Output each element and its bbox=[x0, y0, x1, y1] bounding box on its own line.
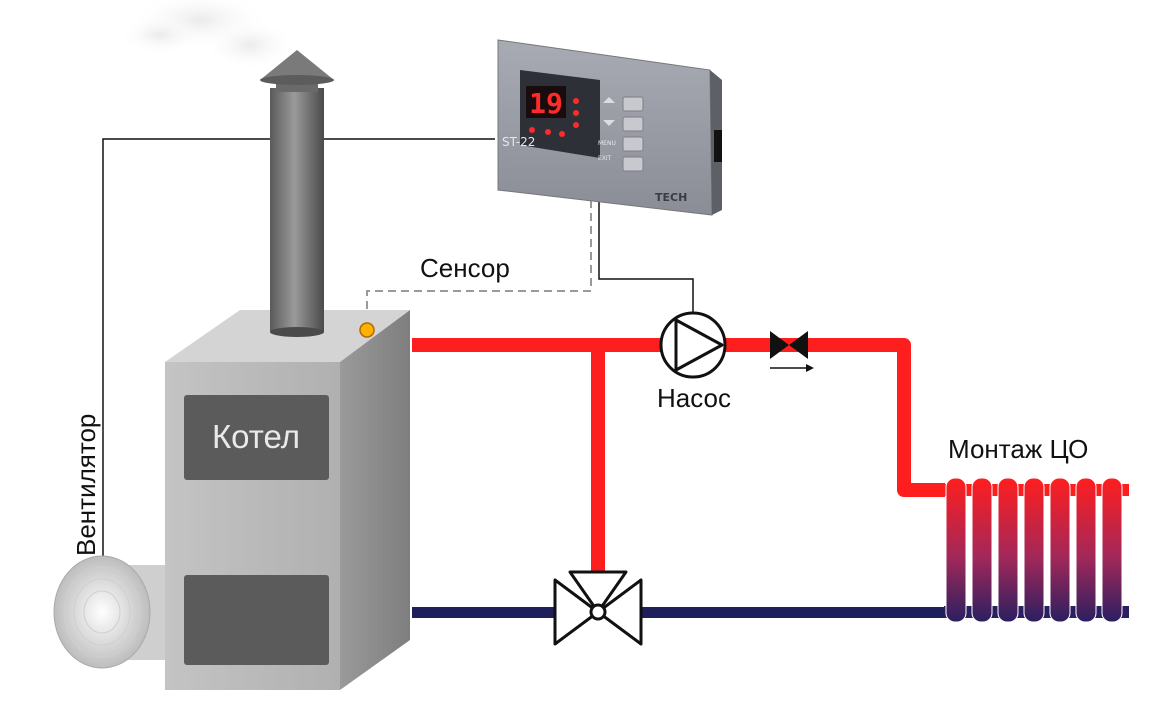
fan-wire bbox=[102, 138, 495, 560]
pump-wire bbox=[598, 200, 694, 312]
controller: 19 MENU EXIT ST-22 TECH bbox=[497, 39, 722, 216]
boiler-lower-door bbox=[184, 575, 329, 665]
sensor-dot bbox=[359, 322, 375, 338]
pump-label: Насос bbox=[657, 383, 731, 413]
controller-button-4[interactable] bbox=[622, 156, 644, 172]
boiler-label: Котел bbox=[212, 418, 300, 455]
controller-model-label: ST-22 bbox=[502, 135, 535, 149]
controller-knob bbox=[714, 130, 722, 162]
return-pipe bbox=[412, 607, 947, 618]
controller-menu-label: MENU bbox=[598, 140, 616, 147]
supply-pipe bbox=[412, 338, 945, 497]
sensor-wire bbox=[366, 200, 592, 320]
chimney bbox=[260, 50, 334, 337]
controller-button-1[interactable] bbox=[622, 96, 644, 112]
controller-display-value: 19 bbox=[529, 87, 563, 120]
check-valve-icon bbox=[770, 331, 814, 372]
radiator bbox=[944, 477, 1129, 623]
fan-label: Вентилятор bbox=[71, 414, 101, 556]
radiator-label: Монтаж ЦО bbox=[948, 434, 1088, 464]
smoke bbox=[120, 0, 295, 70]
controller-button-2[interactable] bbox=[622, 116, 644, 132]
pump-icon bbox=[659, 311, 727, 379]
three-way-valve-icon bbox=[553, 570, 643, 646]
controller-display bbox=[526, 86, 566, 118]
sensor-label: Сенсор bbox=[420, 253, 510, 283]
fan bbox=[53, 555, 165, 669]
controller-brand: TECH bbox=[655, 191, 687, 204]
bypass-pipe bbox=[591, 345, 605, 575]
controller-exit-label: EXIT bbox=[598, 155, 612, 162]
controller-button-3[interactable] bbox=[622, 136, 644, 152]
boiler: Котел bbox=[165, 310, 410, 690]
boiler-upper-door bbox=[184, 395, 329, 480]
